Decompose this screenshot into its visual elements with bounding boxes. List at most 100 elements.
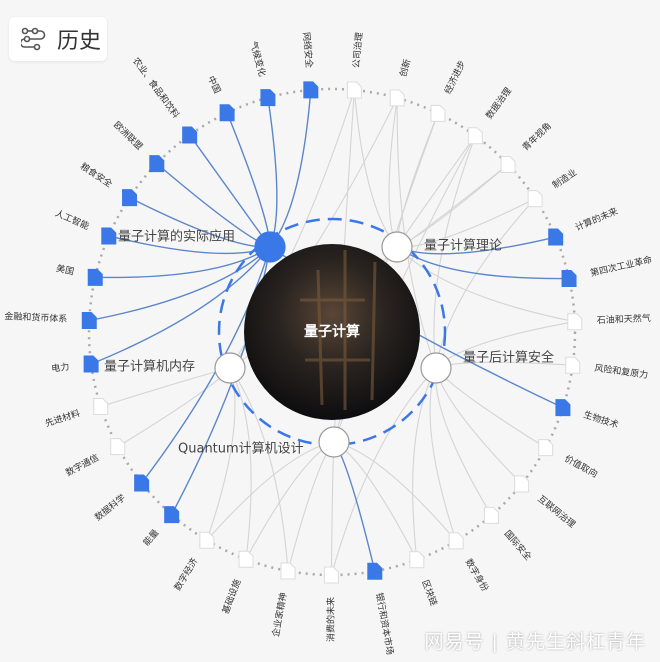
topic-label[interactable]: 数据科学 <box>92 492 128 524</box>
center-node[interactable]: 量子计算 <box>244 244 420 420</box>
topic-node[interactable]: 区块链 <box>409 551 440 608</box>
topic-label[interactable]: 生物技术 <box>582 408 620 431</box>
topic-label[interactable]: 网络安全 <box>300 32 315 69</box>
edge <box>330 441 335 576</box>
topic-node[interactable]: 经济进步 <box>430 58 469 122</box>
topic-label[interactable]: 制造业 <box>550 166 579 191</box>
edge <box>267 97 278 248</box>
topic-label[interactable]: 青年视角 <box>520 120 554 154</box>
history-button[interactable]: 历史 <box>9 17 107 61</box>
topic-node[interactable]: 网络安全 <box>300 32 319 99</box>
topic-node[interactable]: 数字通信 <box>64 438 126 479</box>
document-icon <box>83 355 99 373</box>
topic-node[interactable]: 互联网治理 <box>514 475 578 531</box>
topic-label[interactable]: 价值取向 <box>562 452 599 480</box>
topic-label[interactable]: 计算的未来 <box>573 205 619 234</box>
topic-node[interactable]: 能量 <box>140 506 180 549</box>
edge <box>229 367 252 560</box>
topic-node[interactable]: 先进材料 <box>43 398 109 430</box>
topic-label[interactable]: 第四次工业革命 <box>589 253 653 279</box>
topic-node[interactable]: 金融和货币体系 <box>4 310 97 329</box>
topic-label[interactable]: 粮食安全 <box>78 160 115 190</box>
document-icon <box>110 438 126 456</box>
hub-node[interactable]: 量子计算机内存 <box>104 352 246 384</box>
topic-node[interactable]: 农业、食品和饮料 <box>130 55 198 144</box>
document-icon <box>527 190 543 208</box>
topic-label[interactable]: 金融和货币体系 <box>4 310 68 325</box>
topic-node[interactable]: 计算的未来 <box>548 205 620 246</box>
topic-node[interactable]: 粮食安全 <box>78 160 138 207</box>
topic-label[interactable]: 先进材料 <box>43 407 81 429</box>
topic-node[interactable]: 创新 <box>389 58 413 107</box>
document-icon <box>219 104 235 122</box>
topic-label[interactable]: 数字经济 <box>171 556 200 593</box>
edge <box>435 367 546 449</box>
topic-node[interactable]: 基础设施 <box>219 550 254 616</box>
edge <box>245 441 335 560</box>
topic-node[interactable]: 气候变化 <box>247 40 276 107</box>
topic-label[interactable]: 石油和天然气 <box>596 312 650 326</box>
topic-label[interactable]: 创新 <box>397 58 413 79</box>
topic-label[interactable]: 区块链 <box>419 578 440 608</box>
topic-node[interactable]: 消费的未来 <box>323 566 339 642</box>
hub-label: 量子计算理论 <box>424 239 502 254</box>
hub-node[interactable]: 量子计算理论 <box>381 231 502 263</box>
hub-node[interactable]: 量子计算的实际应用 <box>118 229 286 263</box>
topic-label[interactable]: 欧洲联盟 <box>111 119 145 153</box>
topic-label[interactable]: 人工智能 <box>53 207 91 232</box>
topic-label[interactable]: 国际安全 <box>502 528 535 563</box>
topic-node[interactable]: 银行和资本市场 <box>367 562 396 656</box>
document-icon <box>260 89 276 107</box>
topic-label[interactable]: 农业、食品和饮料 <box>130 55 182 120</box>
edge <box>90 246 271 365</box>
topic-label[interactable]: 数字身份 <box>463 557 492 594</box>
topic-node[interactable]: 数据治理 <box>467 85 514 145</box>
topic-label[interactable]: 气候变化 <box>247 40 268 78</box>
edge <box>435 198 536 369</box>
document-icon <box>182 126 198 144</box>
topic-node[interactable]: 数字经济 <box>171 531 215 593</box>
document-icon <box>567 313 583 331</box>
edge <box>388 97 398 248</box>
document-icon <box>514 475 530 493</box>
topic-label[interactable]: 数字通信 <box>64 451 101 479</box>
topic-label[interactable]: 能量 <box>140 527 161 548</box>
topic-label[interactable]: 风险和复原力 <box>594 362 649 381</box>
hub-label: 量子计算的实际应用 <box>118 229 235 245</box>
topic-label[interactable]: 经济进步 <box>442 58 469 96</box>
topic-node[interactable]: 数字身份 <box>448 532 492 594</box>
topic-node[interactable]: 价值取向 <box>538 439 600 480</box>
topic-node[interactable]: 企业家精神 <box>269 562 296 638</box>
topic-node[interactable]: 国际安全 <box>483 506 535 563</box>
topic-node[interactable]: 中国 <box>205 74 235 122</box>
topic-label[interactable]: 消费的未来 <box>325 597 337 642</box>
topic-node[interactable]: 人工智能 <box>53 207 117 245</box>
hub-label: 量子后计算安全 <box>463 350 554 366</box>
topic-label[interactable]: 中国 <box>205 74 224 95</box>
center-label: 量子计算 <box>304 323 360 340</box>
topic-node[interactable]: 风险和复原力 <box>565 356 649 381</box>
topic-node[interactable]: 数据科学 <box>92 474 150 524</box>
topic-node[interactable]: 第四次工业革命 <box>561 253 653 288</box>
hub-node[interactable]: 量子后计算安全 <box>420 350 554 384</box>
hub-node[interactable]: Quantum计算机设计 <box>178 426 350 458</box>
topic-node[interactable]: 制造业 <box>527 166 579 208</box>
topic-label[interactable]: 企业家精神 <box>269 591 289 637</box>
edge <box>435 367 523 485</box>
topic-label[interactable]: 数据治理 <box>483 85 514 121</box>
topic-node[interactable]: 电力 <box>51 355 99 375</box>
topic-node[interactable]: 石油和天然气 <box>567 312 651 331</box>
topic-node[interactable]: 公司治理 <box>346 32 365 99</box>
topic-label[interactable]: 公司治理 <box>350 32 365 69</box>
topic-label[interactable]: 电力 <box>51 360 70 374</box>
document-icon <box>448 532 464 550</box>
document-icon <box>561 270 577 288</box>
topic-node[interactable]: 欧洲联盟 <box>111 119 165 173</box>
topic-node[interactable]: 生物技术 <box>555 399 620 431</box>
topic-node[interactable]: 美国 <box>55 262 103 286</box>
topic-label[interactable]: 基础设施 <box>219 578 243 616</box>
topic-node[interactable]: 青年视角 <box>500 120 554 174</box>
topic-label[interactable]: 美国 <box>55 262 75 278</box>
topic-label[interactable]: 互联网治理 <box>535 493 578 531</box>
topic-label[interactable]: 银行和资本市场 <box>373 592 396 656</box>
